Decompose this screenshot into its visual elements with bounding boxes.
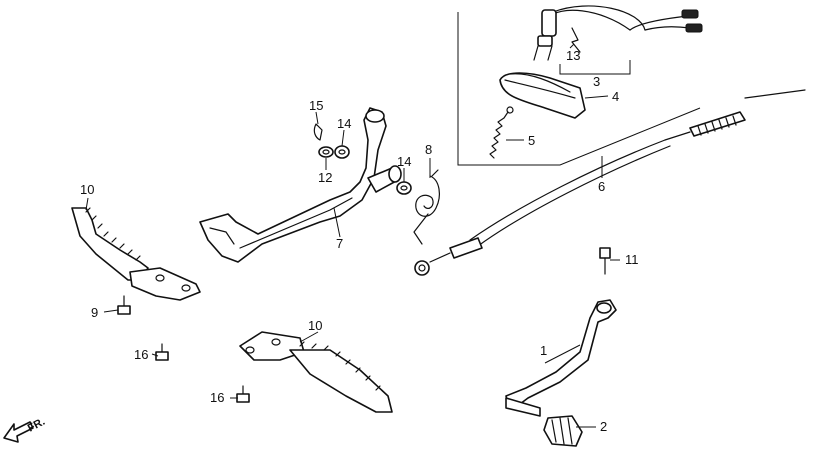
callout-14-left: 14 xyxy=(337,116,351,131)
callout-15: 15 xyxy=(309,98,323,113)
washer-12 xyxy=(318,146,334,158)
callout-8: 8 xyxy=(425,142,432,157)
footpeg-right xyxy=(239,331,393,413)
footpeg-left xyxy=(71,207,201,301)
washer-14b xyxy=(396,181,412,195)
callout-10-lower: 10 xyxy=(308,318,322,333)
bolt-16a xyxy=(155,343,169,361)
stopper-bracket xyxy=(499,72,586,119)
callout-6: 6 xyxy=(598,179,605,194)
callout-3: 3 xyxy=(593,74,600,89)
stop-switch xyxy=(533,5,703,61)
callout-9: 9 xyxy=(91,305,98,320)
callout-16-lower: 16 xyxy=(210,390,224,405)
callout-5: 5 xyxy=(528,133,535,148)
callout-2: 2 xyxy=(600,419,607,434)
front-direction-label: FR. xyxy=(26,416,47,435)
gearshift-pedal xyxy=(505,299,617,417)
callout-7: 7 xyxy=(336,236,343,251)
callout-13: 13 xyxy=(566,48,580,63)
return-spring-small xyxy=(489,106,514,159)
callout-16-upper: 16 xyxy=(134,347,148,362)
washer-14a xyxy=(334,145,350,159)
callout-1: 1 xyxy=(540,343,547,358)
spring-clip xyxy=(571,27,581,53)
callout-14-right: 14 xyxy=(397,154,411,169)
cotter-pin xyxy=(313,123,323,141)
brake-pedal xyxy=(199,107,402,263)
callout-12: 12 xyxy=(318,170,332,185)
leader-lines xyxy=(85,43,631,428)
callout-10-upper: 10 xyxy=(80,182,94,197)
callout-4: 4 xyxy=(612,89,619,104)
callout-11: 11 xyxy=(625,252,639,267)
brake-cable xyxy=(414,89,806,276)
bolt-9 xyxy=(117,295,131,315)
inset-frame xyxy=(457,12,701,166)
front-direction-arrow: FR. xyxy=(3,416,47,443)
gearshift-rubber xyxy=(543,415,583,447)
bolt-11 xyxy=(599,247,611,275)
bolt-16b xyxy=(236,385,250,403)
pedal-spring xyxy=(413,169,440,245)
